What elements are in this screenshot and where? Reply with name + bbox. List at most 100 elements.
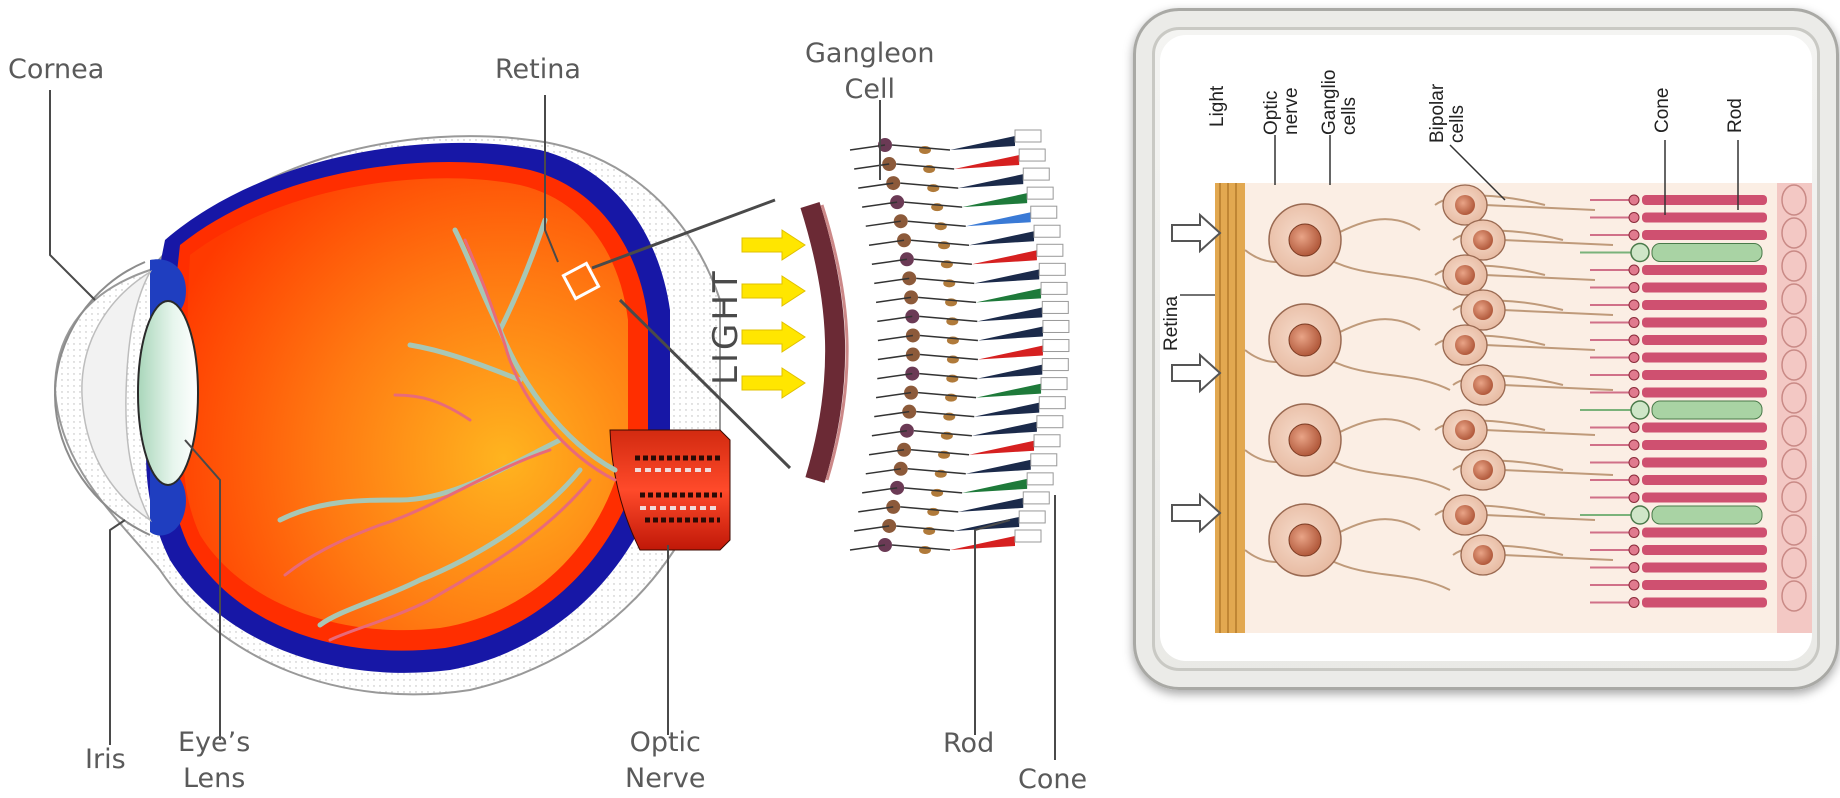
label-rod: Rod <box>943 726 994 762</box>
fan-outer-segment <box>1015 530 1041 542</box>
detail-label-optic-nerve: Optic nerve <box>1262 87 1302 135</box>
label-ganglion-line1: Gangleon <box>805 36 934 72</box>
detail-rod-cell <box>1642 580 1767 590</box>
detail-rod-nucleus <box>1629 353 1639 363</box>
fan-cone <box>972 250 1037 264</box>
detail-cone-nucleus <box>1631 244 1649 262</box>
fan-outer-segment <box>1042 301 1068 313</box>
detail-bipolar-line1: Bipolar <box>1428 84 1448 143</box>
detail-label-ganglion-cells: Ganglio cells <box>1320 70 1360 136</box>
detail-rod-nucleus <box>1629 545 1639 555</box>
fan-outer-segment <box>1043 320 1069 332</box>
detail-rod-nucleus <box>1629 283 1639 293</box>
label-optic-line2: Nerve <box>625 761 706 797</box>
detail-rod-cell <box>1642 563 1767 573</box>
detail-bipolar-nucleus <box>1455 505 1475 525</box>
detail-rod-cell <box>1642 353 1767 363</box>
fan-outer-segment <box>1039 397 1065 409</box>
fan-cone <box>962 479 1027 493</box>
retina-detail-panel: Light Optic nerve Ganglio cells Bipolar … <box>1133 8 1839 690</box>
detail-rod-cell <box>1642 528 1767 538</box>
detail-label-rod: Rod <box>1726 98 1746 133</box>
detail-ganglion-nucleus <box>1289 524 1321 556</box>
fan-outer-segment <box>1023 492 1049 504</box>
fan-cone <box>966 212 1031 226</box>
detail-label-bipolar-cells: Bipolar cells <box>1428 84 1468 143</box>
detail-rod-cell <box>1642 388 1767 398</box>
detail-rod-cell <box>1642 440 1767 450</box>
fan-cone <box>976 288 1041 302</box>
detail-rod-cell <box>1642 545 1767 555</box>
fan-outer-segment <box>1031 206 1057 218</box>
fan-outer-segment <box>1034 225 1060 237</box>
fan-cone <box>954 155 1019 169</box>
label-retina: Retina <box>495 52 581 88</box>
fan-outer-segment <box>1041 282 1067 294</box>
fan-rod <box>966 460 1031 474</box>
fan-cone <box>976 384 1041 398</box>
fan-outer-segment <box>1027 187 1053 199</box>
detail-label-light: Light <box>1208 86 1228 127</box>
fan-cone <box>969 441 1034 455</box>
detail-cone-nucleus <box>1631 401 1649 419</box>
label-lens: Eye’s Lens <box>178 725 250 797</box>
detail-bipolar-nucleus <box>1455 420 1475 440</box>
fan-outer-segment <box>1043 340 1069 352</box>
detail-rod-nucleus <box>1629 318 1639 328</box>
label-ganglion-line2: Cell <box>805 72 934 108</box>
detail-bipolar-line2: cells <box>1448 84 1468 143</box>
detail-rod-nucleus <box>1629 213 1639 223</box>
detail-rod-cell <box>1642 265 1767 275</box>
detail-rod-nucleus <box>1629 423 1639 433</box>
detail-rod-cell <box>1642 318 1767 328</box>
fan-outer-segment <box>1019 511 1045 523</box>
detail-rod-nucleus <box>1629 458 1639 468</box>
fan-outer-segment <box>1023 168 1049 180</box>
fan-outer-segment <box>1034 435 1060 447</box>
detail-rod-nucleus <box>1629 528 1639 538</box>
fan-outer-segment <box>1027 473 1053 485</box>
detail-rod-nucleus <box>1629 598 1639 608</box>
detail-rod-cell <box>1642 475 1767 485</box>
detail-bipolar-nucleus <box>1473 230 1493 250</box>
label-cone: Cone <box>1018 762 1087 798</box>
detail-ganglion-nucleus <box>1289 424 1321 456</box>
fan-rod <box>958 174 1023 188</box>
detail-rod-cell <box>1642 458 1767 468</box>
detail-bipolar-nucleus <box>1473 460 1493 480</box>
fan-cone <box>962 193 1027 207</box>
detail-bipolar-nucleus <box>1473 545 1493 565</box>
detail-rod-cell <box>1642 370 1767 380</box>
label-lens-line1: Eye’s <box>178 725 250 761</box>
fan-rod <box>950 136 1015 150</box>
detail-rod-nucleus <box>1629 370 1639 380</box>
fan-cone <box>950 536 1015 550</box>
detail-cone-cell <box>1652 401 1762 419</box>
detail-rod-cell <box>1642 493 1767 503</box>
detail-rod-nucleus <box>1629 195 1639 205</box>
fan-outer-segment <box>1037 416 1063 428</box>
detail-rod-nucleus <box>1629 265 1639 275</box>
label-ganglion-cell: Gangleon Cell <box>805 36 934 108</box>
label-optic-line1: Optic <box>625 725 706 761</box>
retina-detail-art <box>1160 35 1812 661</box>
detail-bipolar-nucleus <box>1473 375 1493 395</box>
label-iris: Iris <box>85 742 126 778</box>
fan-outer-segment <box>1041 378 1067 390</box>
fan-cone <box>978 346 1043 360</box>
detail-rod-nucleus <box>1629 493 1639 503</box>
detail-rod-cell <box>1642 230 1767 240</box>
fan-rod <box>969 231 1034 245</box>
detail-bipolar-nucleus <box>1455 195 1475 215</box>
detail-optic-line2: nerve <box>1282 87 1302 135</box>
label-lens-line2: Lens <box>178 761 250 797</box>
detail-rod-nucleus <box>1629 335 1639 345</box>
fan-outer-segment <box>1019 149 1045 161</box>
detail-cone-cell <box>1652 244 1762 262</box>
detail-rod-nucleus <box>1629 300 1639 310</box>
detail-label-retina: Retina <box>1162 296 1182 351</box>
fan-rod <box>978 326 1043 340</box>
fan-rod <box>972 422 1037 436</box>
detail-rod-nucleus <box>1629 440 1639 450</box>
detail-cone-nucleus <box>1631 506 1649 524</box>
